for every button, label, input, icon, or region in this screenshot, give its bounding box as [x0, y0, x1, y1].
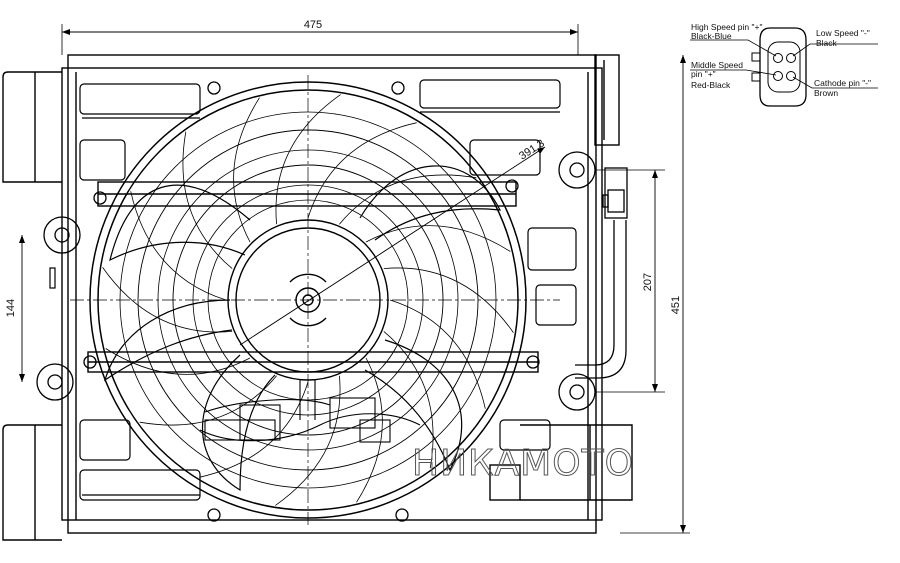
watermark: НИКАМОТО	[412, 443, 634, 484]
guard-spoke	[182, 131, 233, 269]
guard-spoke	[389, 299, 486, 409]
guard-spoke	[130, 191, 227, 301]
shroud-slots	[49, 79, 577, 501]
guard-spoke	[102, 267, 233, 333]
high-speed-label: High Speed pin "+"	[691, 22, 763, 32]
dimension-fan-diameter: 391.3	[239, 137, 547, 346]
guard-spoke	[339, 174, 477, 225]
shroud-frame	[61, 54, 620, 534]
dimension-right-vertical-label: 207	[642, 273, 654, 291]
dimension-height-label: 451	[670, 296, 682, 314]
dimension-fan-diameter-label: 391.3	[517, 137, 547, 162]
guard-spoke	[383, 267, 514, 333]
low-speed-color: Black	[816, 38, 838, 48]
motor-wiring	[199, 380, 421, 443]
dimension-width-label: 475	[304, 19, 322, 31]
cathode-color: Brown	[814, 88, 838, 98]
guard-bars	[87, 181, 539, 373]
guard-spoke	[307, 122, 417, 219]
dimension-height: 451	[620, 55, 690, 534]
middle-speed-label: Middle Speed	[691, 60, 743, 70]
left-bracket	[2, 71, 62, 541]
guard-spoke	[199, 381, 309, 478]
guard-spoke	[105, 348, 251, 375]
right-bottom-bracket	[489, 424, 633, 501]
cathode-label: Cathode pin "-"	[814, 78, 871, 88]
guard-spoke	[275, 375, 341, 506]
guard-spoke	[233, 97, 260, 243]
centerlines	[70, 75, 560, 525]
guard-spoke	[275, 94, 341, 225]
dimension-right-vertical: 207	[595, 169, 665, 393]
dimension-mount-vertical-label: 144	[5, 299, 17, 317]
middle-speed-pin: pin "+"	[691, 69, 716, 79]
dimension-width: 475	[61, 19, 579, 55]
low-speed-label: Low Speed "-"	[816, 28, 870, 38]
connector-pinout: High Speed pin "+" Black-Blue Middle Spe…	[690, 22, 878, 107]
high-speed-color: Black-Blue	[691, 31, 732, 41]
cable-and-plug	[575, 167, 628, 379]
dimension-mount-vertical: 144	[5, 235, 25, 382]
middle-speed-color: Red-Black	[691, 80, 731, 90]
